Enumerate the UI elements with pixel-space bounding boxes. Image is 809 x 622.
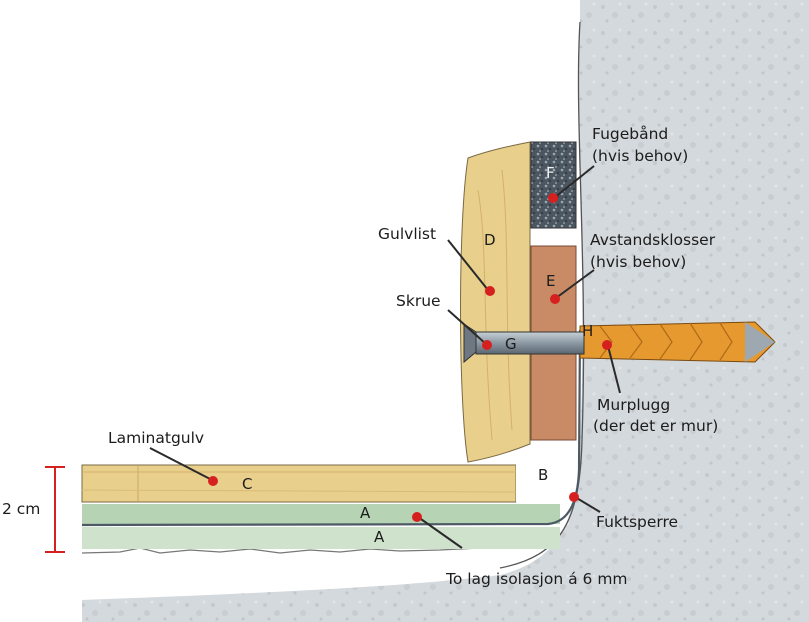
- moisture-barrier: [81, 329, 582, 527]
- label-fugeband: Fugebånd: [592, 125, 669, 143]
- leader-fuktsperre: [574, 496, 601, 513]
- label-avstandsklosser-note: (hvis behov): [590, 253, 687, 271]
- marker-skrue: [482, 340, 492, 350]
- wall-plug-tip: [745, 322, 775, 362]
- letter-g: G: [505, 335, 517, 353]
- seal-tape: [530, 141, 577, 229]
- leader-isolasjon: [417, 516, 463, 549]
- expansion-gap: [516, 462, 570, 502]
- letter-a-lower: A: [374, 528, 385, 546]
- leader-fugeband: [553, 165, 595, 199]
- letter-d: D: [484, 231, 496, 249]
- label-avstandsklosser: Avstandsklosser: [590, 231, 716, 249]
- letter-f: F: [546, 164, 555, 182]
- label-fugeband-note: (hvis behov): [592, 147, 689, 165]
- insulation-layer-lower: [82, 527, 560, 549]
- letter-e: E: [546, 272, 556, 290]
- leader-laminatgulv: [149, 447, 213, 481]
- label-murplugg-note: (der det er mur): [593, 417, 719, 435]
- letter-b: B: [538, 466, 549, 484]
- wood-grain: [477, 189, 493, 441]
- label-dimension: 2 cm: [2, 500, 41, 518]
- laminate-floor: [81, 464, 517, 503]
- label-murplugg: Murplugg: [597, 396, 671, 414]
- letter-a-upper: A: [360, 504, 371, 522]
- wood-grain: [501, 169, 513, 431]
- marker-isolasjon: [412, 512, 422, 522]
- marker-murplugg: [602, 340, 612, 350]
- marker-laminatgulv: [208, 476, 218, 486]
- laminate-grain: [81, 489, 517, 493]
- leader-skrue: [447, 309, 487, 345]
- label-isolasjon: To lag isolasjon á 6 mm: [446, 570, 628, 588]
- leader-avstandsklosser: [555, 269, 595, 299]
- skirting-board: [460, 141, 531, 463]
- label-fuktsperre: Fuktsperre: [596, 513, 679, 531]
- marker-avstandsklosser: [550, 294, 560, 304]
- marker-gulvlist: [485, 286, 495, 296]
- insulation-layer-upper: [82, 504, 560, 524]
- letter-c: C: [242, 475, 253, 493]
- wall-concrete: [82, 0, 809, 622]
- leader-murplugg: [607, 345, 621, 394]
- wall-plug-ribs: [599, 322, 733, 361]
- label-laminatgulv: Laminatgulv: [108, 429, 205, 447]
- screw-shaft: [475, 331, 585, 355]
- letter-h: H: [582, 322, 594, 340]
- label-skrue: Skrue: [396, 292, 441, 310]
- label-gulvlist: Gulvlist: [378, 225, 437, 243]
- marker-fuktsperre: [569, 492, 579, 502]
- marker-fugeband: [548, 193, 558, 203]
- leader-gulvlist: [447, 239, 489, 291]
